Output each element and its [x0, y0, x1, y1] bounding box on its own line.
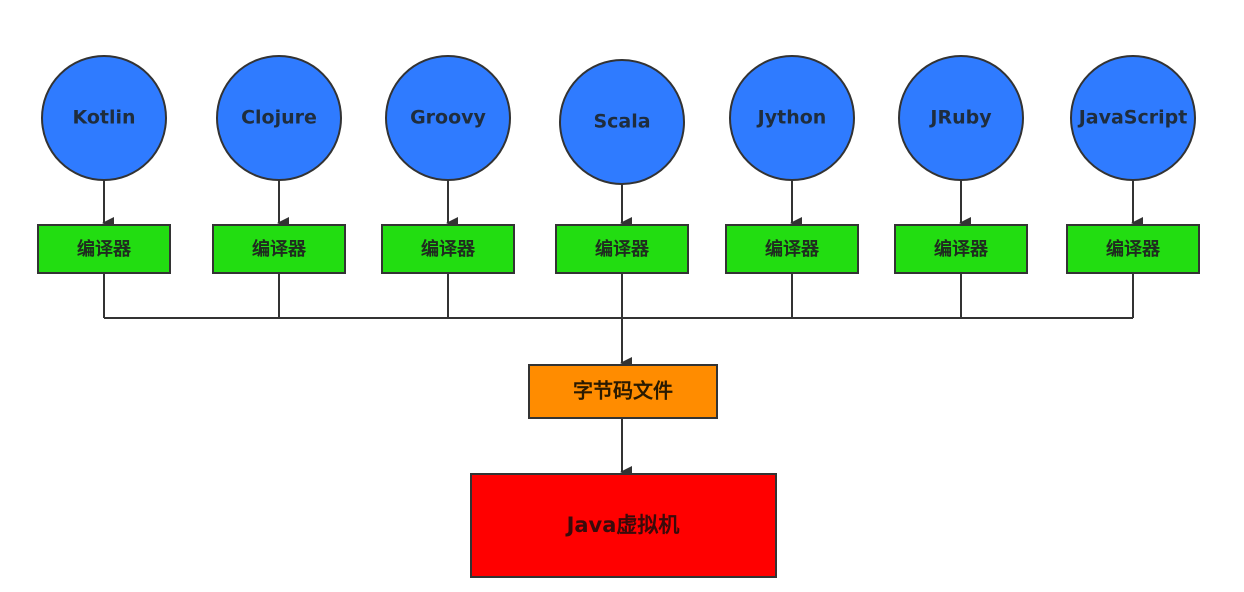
language-circle: [559, 59, 685, 185]
language-label: Groovy: [410, 107, 486, 129]
language-node-kotlin: Kotlin: [41, 55, 167, 181]
compiler-box: [894, 224, 1028, 274]
language-node-jruby: JRuby: [898, 55, 1024, 181]
language-circle: [1070, 55, 1196, 181]
compiler-box: [212, 224, 346, 274]
language-node-clojure: Clojure: [216, 55, 342, 181]
compiler-boxes: 编译器 编译器 编译器 编译器 编译器 编译器 编译器: [37, 224, 1200, 274]
language-label: Scala: [593, 111, 650, 133]
language-node-javascript: JavaScript: [1070, 55, 1196, 181]
language-label: Kotlin: [72, 107, 135, 129]
compiler-label: 编译器: [1106, 238, 1161, 260]
jvm-node: Java虚拟机: [470, 473, 777, 578]
compiler-node-jython: 编译器: [725, 224, 859, 274]
language-circle: [898, 55, 1024, 181]
compiler-label: 编译器: [595, 238, 650, 260]
jvm-label: Java虚拟机: [565, 513, 680, 537]
compiler-node-clojure: 编译器: [212, 224, 346, 274]
compiler-box: [381, 224, 515, 274]
language-nodes: Kotlin Clojure Groovy Scala Jython JRuby JavaS…: [41, 55, 1196, 185]
language-node-scala: Scala: [559, 59, 685, 185]
compiler-box: [555, 224, 689, 274]
language-circle: [41, 55, 167, 181]
compiler-box: [1066, 224, 1200, 274]
compiler-label: 编译器: [421, 238, 476, 260]
bytecode-file-box: [528, 364, 718, 419]
bytecode-file-label: 字节码文件: [573, 379, 673, 403]
language-label: Clojure: [241, 107, 317, 129]
compiler-label: 编译器: [252, 238, 307, 260]
compiler-box: [725, 224, 859, 274]
connectors: [102, 180, 1143, 478]
language-node-jython: Jython: [729, 55, 855, 181]
language-circle: [216, 55, 342, 181]
compiler-label: 编译器: [934, 238, 989, 260]
compiler-node-jruby: 编译器: [894, 224, 1028, 274]
compiler-label: 编译器: [765, 238, 820, 260]
language-circle: [729, 55, 855, 181]
language-label: Jython: [756, 107, 827, 129]
compiler-node-javascript: 编译器: [1066, 224, 1200, 274]
language-node-groovy: Groovy: [385, 55, 511, 181]
compiler-node-kotlin: 编译器: [37, 224, 171, 274]
jvm-box: [470, 473, 777, 578]
compiler-node-groovy: 编译器: [381, 224, 515, 274]
language-label: JavaScript: [1077, 107, 1188, 129]
compiler-node-scala: 编译器: [555, 224, 689, 274]
language-circle: [385, 55, 511, 181]
language-label: JRuby: [928, 107, 992, 129]
compiler-label: 编译器: [77, 238, 132, 260]
compiler-box: [37, 224, 171, 274]
bytecode-file-node: 字节码文件: [528, 364, 718, 419]
